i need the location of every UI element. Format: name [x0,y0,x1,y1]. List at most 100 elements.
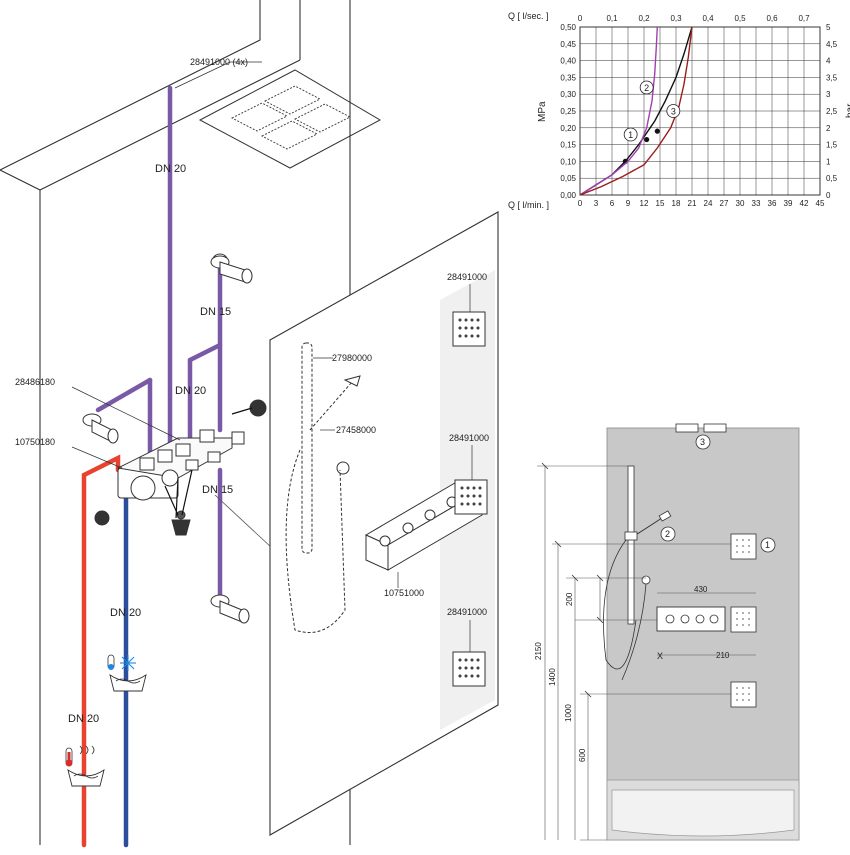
x-bottom-tick-label: 39 [784,199,793,208]
y-right-tick-label: 0,5 [826,174,838,183]
series-callout-label-3: 3 [671,107,676,117]
label-dn-branch-top: DN 15 [200,306,231,318]
x-top-tick-label: 0,7 [798,14,810,23]
x-bottom-axis-label: Q [ l/min. ] [508,200,549,210]
mixed-water-pipes [95,85,223,598]
y-right-tick-label: 0 [826,191,831,200]
y-right-tick-label: 2 [826,124,831,133]
y-right-tick-label: 1 [826,157,831,166]
svg-text:3: 3 [700,437,705,447]
dim-1400: 1400 [548,668,557,686]
tile-wall [606,427,800,841]
x-top-tick-label: 0,6 [766,14,778,23]
body-spray-module-mid [454,479,488,515]
wall-outlets [82,253,253,624]
x-bottom-tick-label: 45 [816,199,825,208]
y-left-tick-label: 0,30 [560,90,576,99]
label-part-body-left: 28486180 [15,377,55,387]
y-left-tick-label: 0,15 [560,141,576,150]
x-bottom-tick-label: 36 [768,199,777,208]
label-dn-cold: DN 20 [110,607,141,619]
front-rail [627,465,635,625]
outlet-bottom [210,594,250,624]
label-dn-branch-low: DN 15 [202,484,233,496]
x-top-axis-label: Q [ l/sec. ] [508,11,549,21]
x-bottom-tick-label: 24 [704,199,713,208]
label-dn-main: DN 20 [155,163,186,175]
body-spray-module-top [452,311,486,347]
x-top-tick-label: 0,1 [606,14,618,23]
x-bottom-tick-label: 33 [752,199,761,208]
series-callout-circle-3 [666,104,681,118]
y-right-tick-label: 3 [826,90,831,99]
outlet-left [82,413,119,444]
x-bottom-tick-label: 27 [720,199,729,208]
thermometer-icon [65,745,105,787]
x-bottom-tick-label: 42 [800,199,809,208]
label-part-module-mid: 28491000 [449,433,489,443]
x-top-tick-label: 0,3 [670,14,682,23]
svg-text:1: 1 [765,540,770,550]
callout-1: 1 [760,537,776,553]
x-bottom-tick-label: 21 [688,199,697,208]
outlet-top [210,253,253,284]
y-left-tick-label: 0,20 [560,124,576,133]
leader-to-panel [214,494,273,549]
series-line-3 [579,26,693,196]
pipe-branch-mid-a [187,342,223,363]
y-left-tick-label: 0,40 [560,57,576,66]
ceiling-head-left [675,423,699,433]
callout-3: 3 [695,434,711,450]
y-left-tick-label: 0,25 [560,107,576,116]
chart-series: 1 2 3 [579,26,693,196]
x-top-tick-label: 0,4 [702,14,714,23]
x-top-tick-label: 0,2 [638,14,650,23]
y-left-tick-label: 0,45 [560,40,576,49]
valve-body-assembly [94,399,267,536]
x-bottom-tick-label: 18 [672,199,681,208]
dim-430: 430 [694,585,708,594]
ceiling-head-right [703,423,727,433]
dim-x-mark: X [657,651,663,661]
series-callout-label-2: 2 [644,83,649,93]
label-part-module-bottom: 28491000 [447,607,487,617]
dim-1000: 1000 [564,704,573,722]
pipe-left-arm [95,377,153,413]
x-bottom-tick-label: 9 [626,199,631,208]
y-left-tick-label: 0,10 [560,157,576,166]
label-part-body-base: 10750180 [15,437,55,447]
x-bottom-tick-label: 30 [736,199,745,208]
series-callout-circle-1 [623,127,638,142]
y-right-tick-label: 4,5 [826,40,838,49]
snowflake-icon [107,654,147,692]
x-top-tick-label: 0 [578,14,583,23]
series-callout-label-1: 1 [628,130,633,140]
y-right-tick-label: 1,5 [826,141,838,150]
series-line-2 [579,26,658,196]
label-part-module-top: 28491000 [447,272,487,282]
series-callout-circle-2 [639,80,654,95]
y-left-tick-label: 0,50 [560,23,576,32]
label-part-head-group: 28491000 (4x) [190,57,248,67]
label-part-shower-rail: 27980000 [332,353,372,363]
x-bottom-tick-label: 15 [656,199,665,208]
y-right-tick-label: 4 [826,57,831,66]
svg-text:2: 2 [665,529,670,539]
x-bottom-tick-label: 0 [578,199,583,208]
label-dn-hot: DN 20 [68,713,99,725]
y-left-tick-label: 0,05 [560,174,576,183]
y-right-axis-label: bar [845,103,850,118]
dim-600: 600 [578,748,587,762]
x-bottom-tick-label: 6 [610,199,615,208]
dim-2150: 2150 [534,642,543,660]
shower-rail [285,342,361,633]
series-marker-3 [654,128,660,134]
dim-210: 210 [716,651,730,660]
label-part-thermostat: 10751000 [384,588,424,598]
callout-2: 2 [660,526,676,542]
y-left-tick-label: 0,00 [560,191,576,200]
